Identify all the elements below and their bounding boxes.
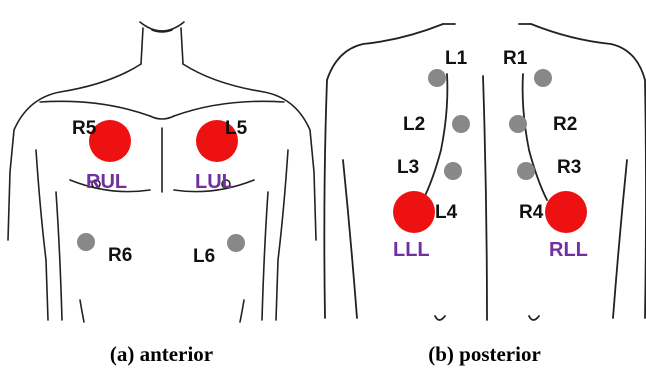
marker-r1 (534, 69, 552, 87)
marker-r2 (509, 115, 527, 133)
label-r3: R3 (557, 158, 581, 177)
marker-l4 (393, 191, 435, 233)
label-l2: L2 (403, 115, 425, 134)
lobe-label-lll: LLL (393, 240, 430, 260)
marker-l2 (452, 115, 470, 133)
label-l5: L5 (225, 119, 247, 138)
marker-r4 (545, 191, 587, 233)
lobe-label-rll: RLL (549, 240, 588, 260)
label-l6: L6 (193, 247, 215, 266)
label-l4: L4 (435, 203, 457, 222)
label-r6: R6 (108, 246, 132, 265)
label-r2: R2 (553, 115, 577, 134)
posterior-panel: L1 R1 L2 R2 L3 R3 L4 R4 LLL RLL (323, 0, 646, 340)
marker-l1 (428, 69, 446, 87)
anterior-panel: R5 L5 R6 L6 RUL LUL (0, 0, 323, 340)
marker-r3 (517, 162, 535, 180)
anterior-torso-outline (0, 0, 323, 340)
marker-r6 (77, 233, 95, 251)
label-l1: L1 (445, 49, 467, 68)
lobe-label-rul: RUL (86, 172, 127, 192)
label-r4: R4 (519, 203, 543, 222)
posterior-torso-outline (323, 0, 646, 340)
label-r1: R1 (503, 49, 527, 68)
lobe-label-lul: LUL (195, 172, 234, 192)
caption-posterior: (b) posterior (323, 344, 646, 365)
caption-anterior: (a) anterior (0, 344, 323, 365)
label-l3: L3 (397, 158, 419, 177)
label-r5: R5 (72, 119, 96, 138)
marker-l3 (444, 162, 462, 180)
marker-l6 (227, 234, 245, 252)
